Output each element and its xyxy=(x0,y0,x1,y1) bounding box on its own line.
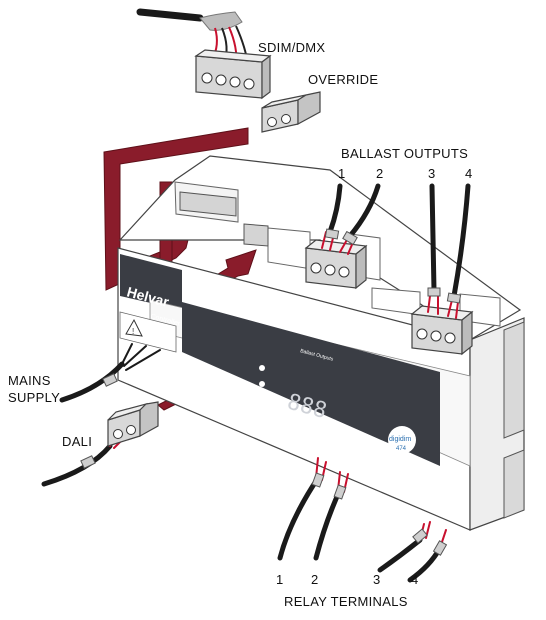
ballast-connector-3-4 xyxy=(410,305,474,356)
dali-label: DALI xyxy=(62,434,93,449)
relay-cable-3 xyxy=(377,537,423,573)
relay-cable-1 xyxy=(277,475,321,561)
ballast-number-4: 4 xyxy=(465,166,473,181)
ballast-cable-1 xyxy=(327,183,343,235)
sdim-dmx-connector xyxy=(194,49,272,100)
status-leds xyxy=(259,365,265,387)
badge-text: digidim xyxy=(389,436,411,443)
controller-housing xyxy=(117,155,525,531)
ballast-cable-3 xyxy=(429,183,437,293)
relay-cable-2 xyxy=(313,487,343,561)
relay-cables xyxy=(277,457,448,583)
relay-number-3: 3 xyxy=(373,572,381,587)
mains-label: MAINS xyxy=(8,373,51,388)
override-connector xyxy=(261,91,321,133)
ballast-outputs-label: BALLAST OUTPUTS xyxy=(341,146,469,161)
digidim-badge: digidim 474 xyxy=(388,426,416,454)
ballast-cable-2 xyxy=(347,183,381,239)
ballast-connector-1-2 xyxy=(304,239,368,290)
relay-number-4: 4 xyxy=(411,572,419,587)
sdim-dmx-label: SDIM/DMX xyxy=(258,40,326,55)
relay-number-2: 2 xyxy=(311,572,319,587)
ballast-cable-4 xyxy=(451,183,471,299)
supply-label: SUPPLY xyxy=(8,390,61,405)
mains-supply-cable xyxy=(59,343,161,403)
relay-number-1: 1 xyxy=(276,572,284,587)
relay-terminals-label: RELAY TERMINALS xyxy=(284,594,408,609)
badge-sub: 474 xyxy=(396,446,407,452)
ballast-cables xyxy=(321,183,471,319)
warning-mark: ! xyxy=(132,327,134,336)
dali-connector xyxy=(107,401,159,447)
ballast-number-2: 2 xyxy=(376,166,384,181)
ballast-number-1: 1 xyxy=(338,166,346,181)
warning-icon: ! xyxy=(125,318,143,337)
ballast-number-3: 3 xyxy=(428,166,436,181)
override-label: OVERRIDE xyxy=(308,72,379,87)
